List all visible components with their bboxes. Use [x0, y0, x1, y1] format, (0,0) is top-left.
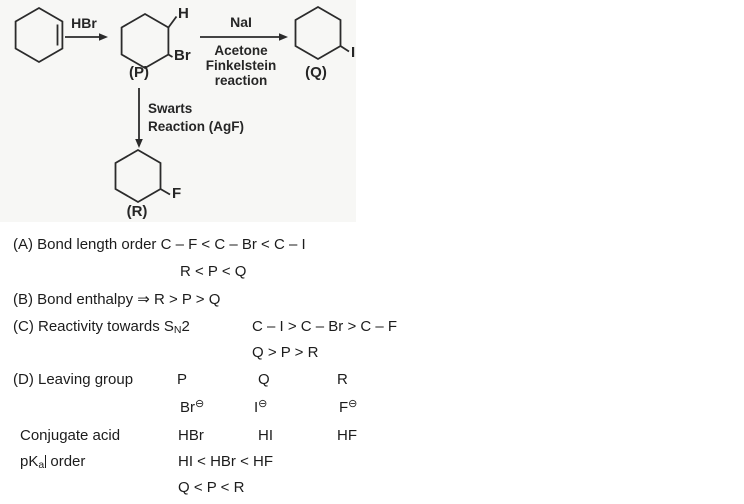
molecule-r: F (R): [114, 148, 181, 220]
p-h-bond: [167, 15, 178, 29]
option-c-order: Q > P > R: [252, 344, 319, 361]
r-f-atom: F: [172, 185, 181, 202]
molecule-p: H Br (P): [120, 5, 191, 81]
p-br-atom: Br: [174, 47, 191, 64]
pka-subscript: a: [38, 459, 45, 471]
option-d-text: (D) Leaving group: [13, 371, 134, 388]
reaction-word-label: reaction: [215, 73, 268, 88]
r-f-bond: [160, 188, 171, 196]
bromide-ion: Br⊖: [180, 398, 205, 417]
arrowhead-right-icon: [99, 33, 108, 41]
reaction-scheme: HBr H Br (P) NaI Acetone Finkelstein rea…: [0, 0, 356, 222]
cyclohexene-ring: [14, 6, 64, 64]
fluoride-symbol: F: [339, 399, 349, 416]
hbr-arrow: HBr: [65, 15, 108, 41]
option-c-bond-order: C – I > C – Br > C – F: [252, 318, 398, 335]
pka-prefix: pK: [20, 453, 39, 470]
q-i-atom: I: [351, 44, 355, 61]
finkelstein-arrow: NaI Acetone Finkelstein reaction: [200, 14, 288, 88]
cyclohexene-structure: [14, 6, 64, 64]
circled-minus-icon: ⊖: [195, 398, 205, 410]
option-a-order: R < P < Q: [180, 263, 247, 280]
option-c-text: (C) Reactivity towards SN2: [13, 318, 190, 335]
circled-minus-icon: ⊖: [258, 398, 268, 410]
p-br-bond: [167, 53, 173, 58]
conjugate-acid-label: Conjugate acid: [20, 427, 121, 444]
scheme-panel: [0, 0, 356, 222]
pka-acid-order: HI < HBr < HF: [178, 453, 274, 470]
option-c-prefix: (C) Reactivity towards S: [13, 318, 174, 335]
swarts-label: Swarts: [148, 101, 192, 116]
circled-minus-icon: ⊖: [348, 398, 358, 410]
conjugate-hbr: HBr: [178, 427, 204, 444]
iodide-symbol: I: [254, 399, 259, 416]
pka-pqr-order: Q < P < R: [178, 479, 245, 496]
fluoride-ion: F⊖: [339, 398, 358, 417]
arrowhead-down-icon: [135, 139, 143, 148]
iodide-ion: I⊖: [254, 398, 268, 417]
text-cursor: [45, 455, 47, 468]
pka-suffix: order: [46, 453, 86, 470]
arrowhead-right-icon: [279, 33, 288, 41]
option-c-suffix: 2: [181, 318, 190, 335]
r-label: (R): [127, 203, 148, 220]
molecule-q: I (Q): [294, 5, 355, 81]
bromide-symbol: Br: [180, 399, 195, 416]
p-h-atom: H: [178, 5, 189, 22]
q-i-bond: [340, 45, 350, 53]
r-ring: [114, 148, 162, 204]
p-label: (P): [129, 64, 149, 81]
conjugate-hf: HF: [337, 427, 357, 444]
nai-reagent-label: NaI: [230, 14, 252, 30]
swarts-agf-label: Reaction (AgF): [148, 119, 244, 134]
option-a-text: (A) Bond length order C – F < C – Br < C…: [13, 236, 306, 253]
hbr-reagent-label: HBr: [71, 15, 97, 31]
acetone-label: Acetone: [214, 43, 268, 58]
finkelstein-label: Finkelstein: [206, 58, 277, 73]
option-d-col-q: Q: [258, 371, 270, 388]
pka-order-label: pKa order: [20, 453, 85, 470]
conjugate-hi: HI: [258, 427, 273, 444]
option-d-col-p: P: [177, 371, 188, 388]
option-b-text: (B) Bond enthalpy ⇒ R > P > Q: [13, 291, 221, 308]
q-label: (Q): [305, 64, 327, 81]
swarts-arrow: Swarts Reaction (AgF): [135, 88, 244, 148]
q-ring: [294, 5, 342, 61]
option-d-col-r: R: [337, 371, 348, 388]
option-c-subscript: N: [173, 324, 182, 336]
